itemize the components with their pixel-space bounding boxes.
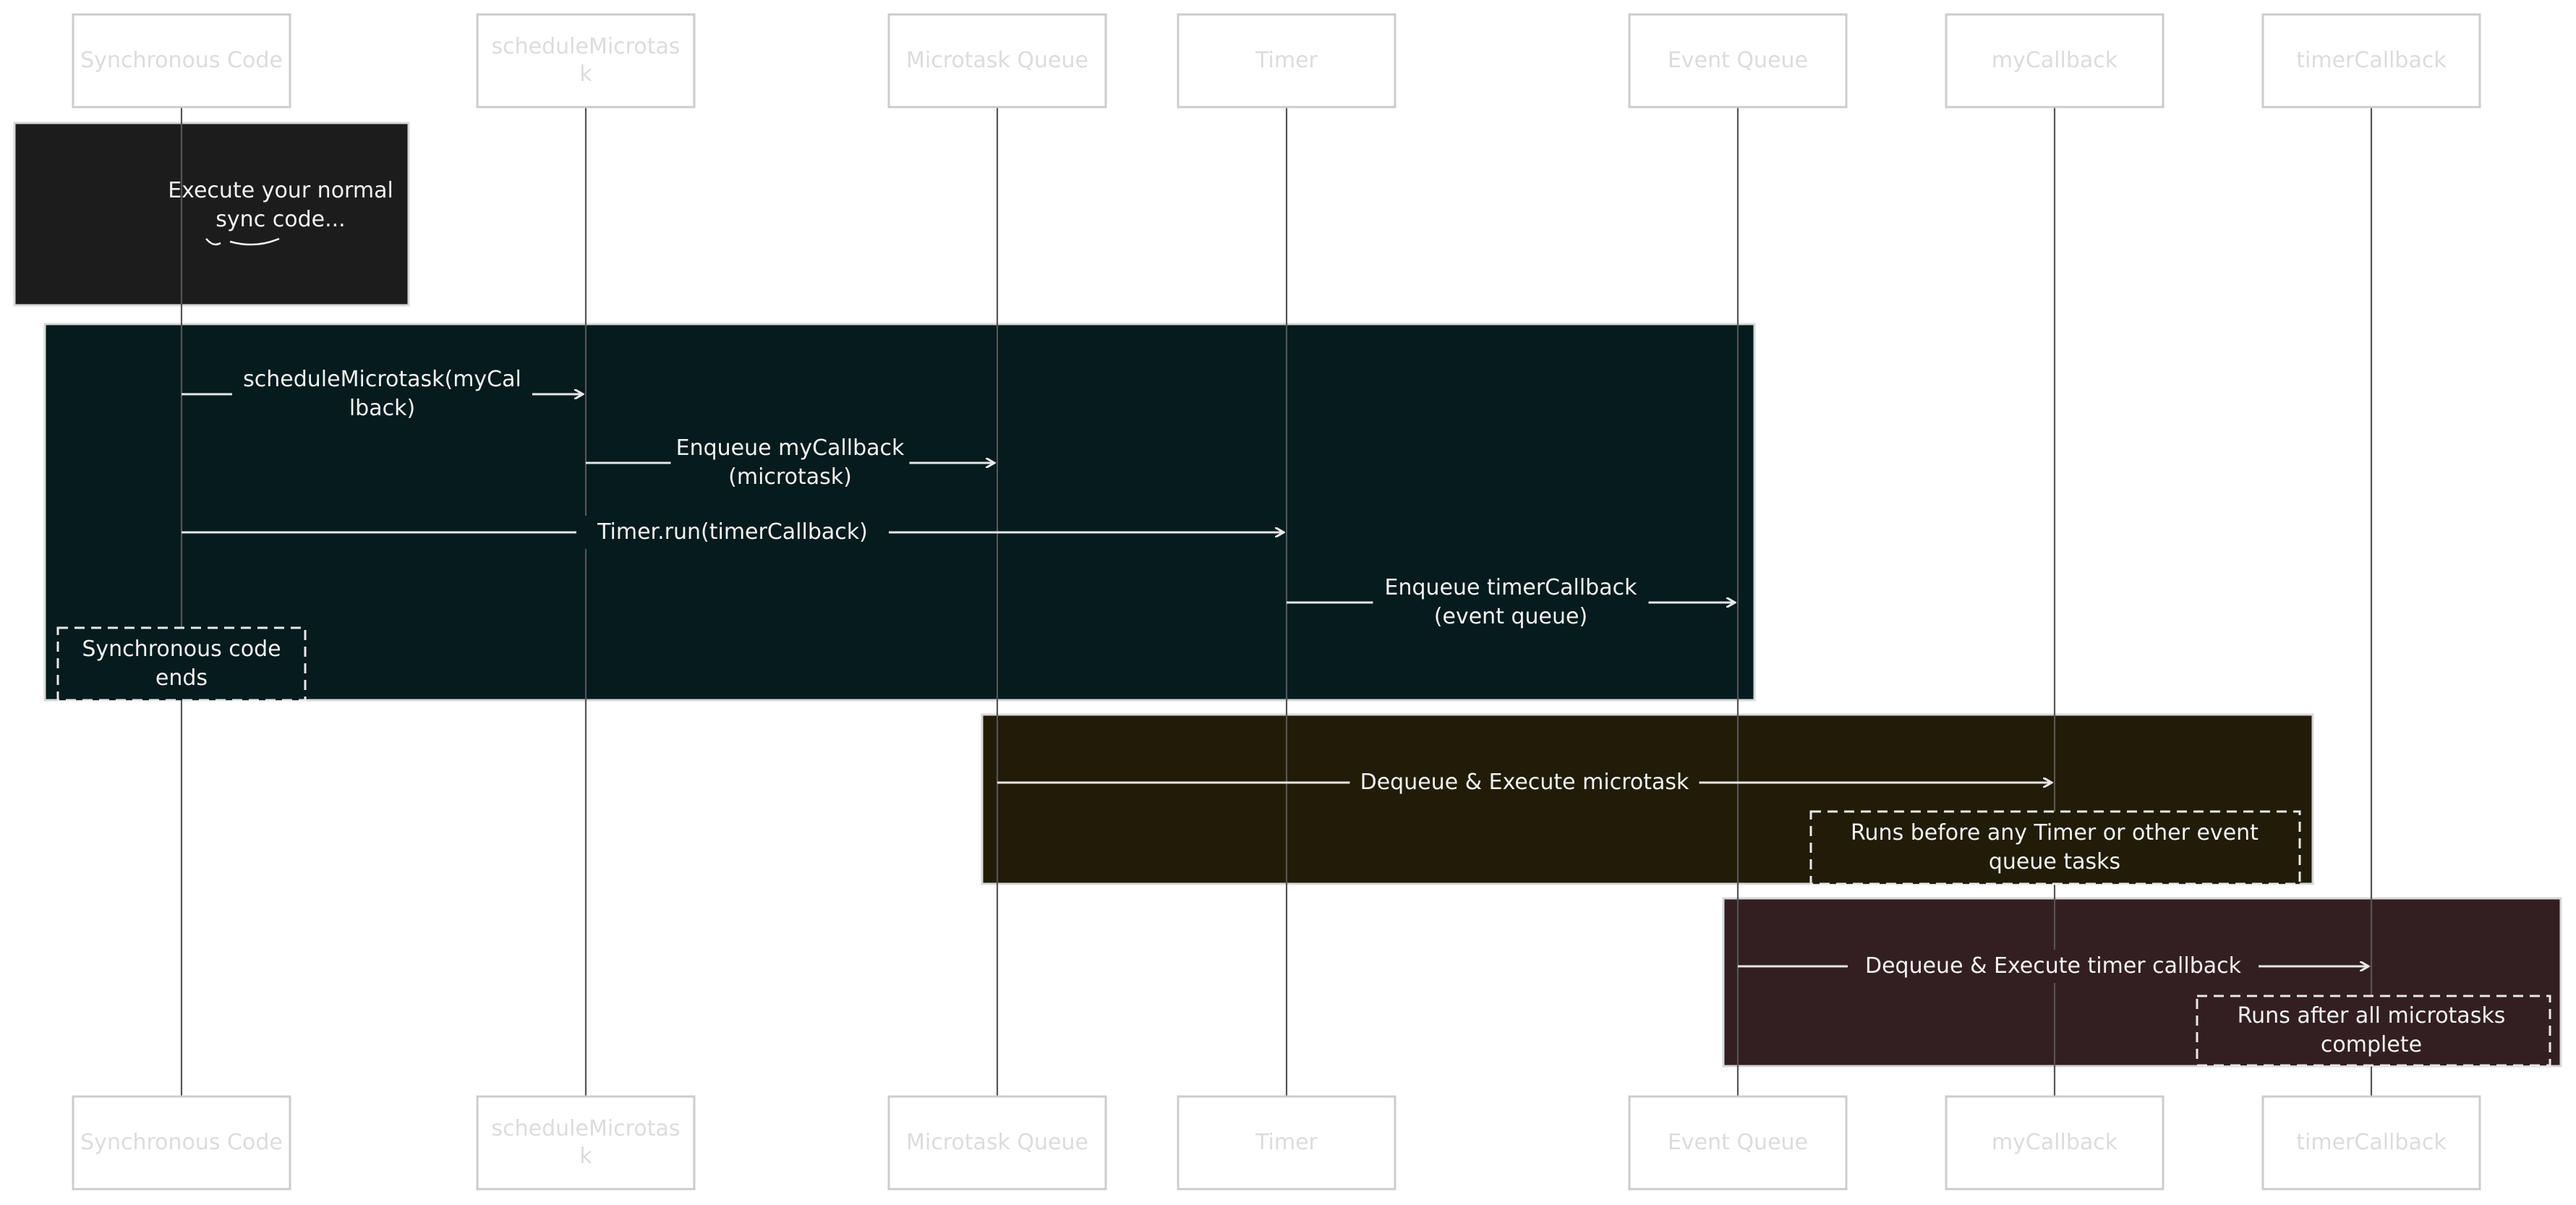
group-schedule [43, 323, 1756, 702]
participant-eq-bottom: Event Queue [1628, 1095, 1848, 1191]
message-label: Timer.run(timerCallback) [597, 519, 868, 545]
squiggle-decoration [205, 237, 280, 246]
message-2: Enqueue myCallback(microtask) [586, 432, 994, 494]
participant-label-sync: Synchronous Code [80, 48, 283, 73]
participant-mycb-top: myCallback [1945, 13, 2165, 108]
participant-mycb-bottom: myCallback [1945, 1095, 2165, 1191]
participant-label-tcb: timerCallback [2296, 48, 2447, 73]
message-4: Enqueue timerCallback(event queue) [1287, 571, 1735, 634]
participant-label-mycb: myCallback [1992, 1130, 2118, 1155]
message-label: Enqueue timerCallback(event queue) [1385, 575, 1638, 629]
participant-label-eq: Event Queue [1668, 1130, 1808, 1155]
message-label: Enqueue myCallback(microtask) [676, 435, 905, 490]
participant-timer-top: Timer [1177, 13, 1396, 108]
participant-timer-bottom: Timer [1177, 1095, 1396, 1191]
message-label: Dequeue & Execute timer callback [1865, 953, 2242, 979]
participant-tcb-top: timerCallback [2261, 13, 2481, 108]
participant-label-eq: Event Queue [1668, 48, 1808, 73]
participant-sync-bottom: Synchronous Code [72, 1095, 291, 1191]
participant-label-sync: Synchronous Code [80, 1130, 283, 1155]
participant-mq-bottom: Microtask Queue [887, 1095, 1107, 1191]
message-5: Dequeue & Execute microtask [997, 766, 2052, 799]
participant-eq-top: Event Queue [1628, 13, 1848, 108]
participant-mq-top: Microtask Queue [887, 13, 1107, 108]
participant-label-timer: Timer [1255, 1130, 1318, 1155]
participant-label-tcb: timerCallback [2296, 1130, 2447, 1155]
participant-tcb-bottom: timerCallback [2261, 1095, 2481, 1191]
participant-label-mq: Microtask Queue [906, 48, 1088, 73]
message-3: Timer.run(timerCallback) [182, 516, 1284, 549]
participant-label-mq: Microtask Queue [906, 1130, 1088, 1155]
participant-sync-top: Synchronous Code [72, 13, 291, 108]
message-label: Dequeue & Execute microtask [1360, 770, 1689, 795]
message-6: Dequeue & Execute timer callback [1738, 950, 2368, 983]
participant-label-mycb: myCallback [1992, 48, 2118, 73]
participant-label-timer: Timer [1255, 48, 1318, 73]
